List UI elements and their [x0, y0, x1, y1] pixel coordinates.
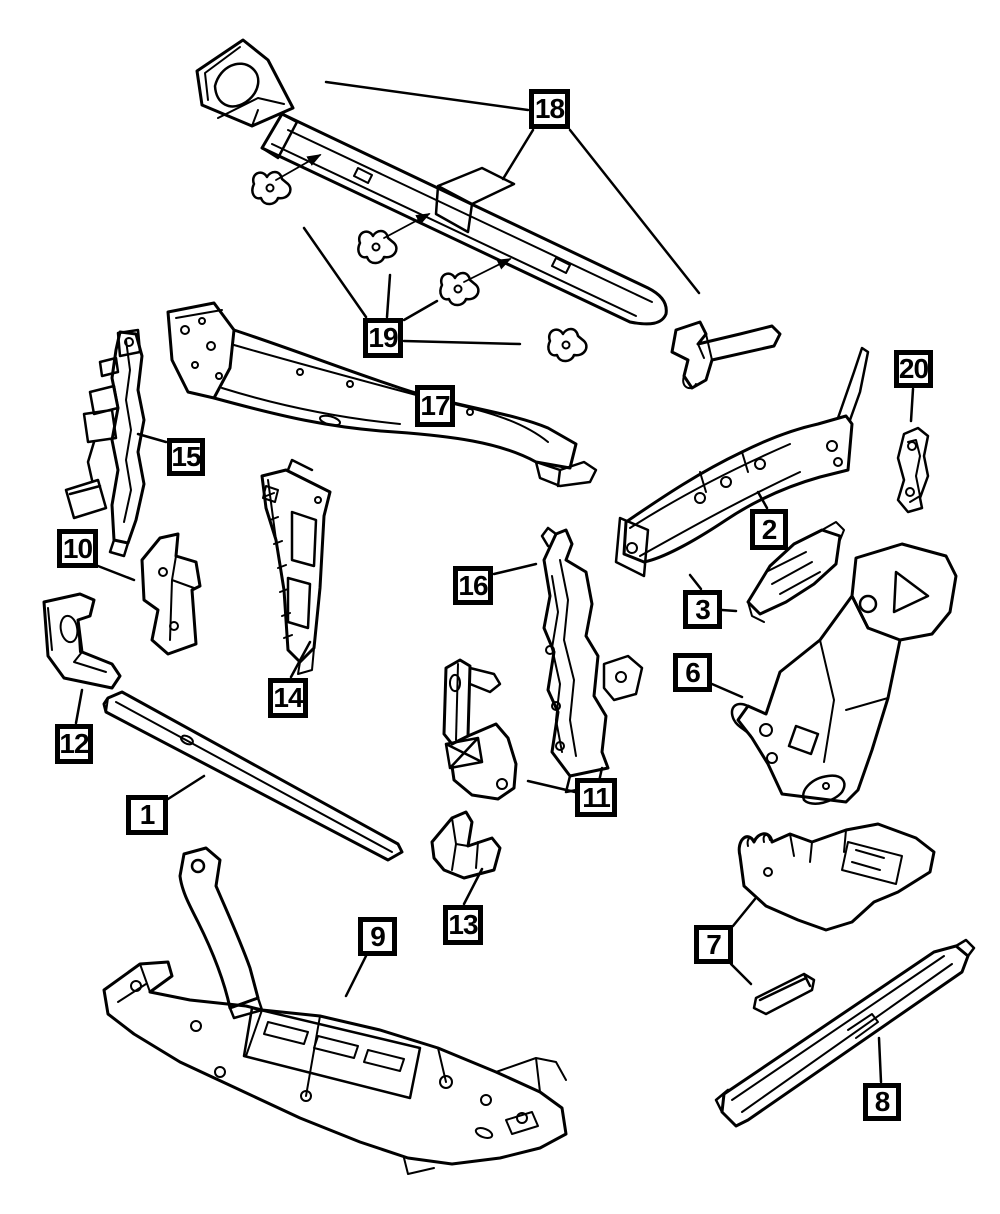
callout-16[interactable]: 16: [453, 566, 493, 605]
part-drawing-18-bracket: [195, 38, 295, 128]
leader-line-19: [402, 339, 522, 346]
leader-line-19: [302, 226, 368, 319]
leader-line-20: [909, 387, 915, 423]
part-drawing-1: [102, 690, 404, 862]
callout-2[interactable]: 2: [750, 509, 788, 550]
leader-line-3: [688, 573, 703, 591]
attachment-arrow-1: [275, 154, 322, 181]
callout-number: 13: [448, 909, 478, 940]
callout-number: 20: [898, 353, 929, 384]
leader-line-7: [729, 962, 753, 986]
leader-line-14: [289, 640, 312, 679]
callout-number: 15: [171, 441, 201, 472]
leader-line-15: [136, 432, 168, 444]
callout-18[interactable]: 18: [529, 89, 570, 129]
leader-line-10: [96, 564, 136, 582]
callout-8[interactable]: 8: [863, 1083, 901, 1121]
leader-line-9: [344, 954, 368, 998]
attachment-arrows: [275, 154, 512, 283]
leader-line-7: [731, 897, 757, 928]
callout-11[interactable]: 11: [575, 778, 617, 817]
callout-number: 18: [534, 93, 565, 124]
callout-9[interactable]: 9: [358, 917, 397, 956]
part-drawing-20: [896, 426, 930, 514]
part-drawing-14: [260, 458, 332, 675]
callout-14[interactable]: 14: [268, 678, 308, 718]
part-drawing-10: [140, 532, 202, 656]
part-drawing-13: [430, 810, 502, 880]
callout-number: 14: [273, 682, 303, 713]
callout-13[interactable]: 13: [443, 905, 483, 945]
part-drawing-15: [64, 328, 146, 558]
callout-20[interactable]: 20: [894, 350, 933, 388]
part-drawing-7: [737, 822, 936, 1016]
leader-line-18: [568, 128, 701, 295]
callout-number: 17: [420, 390, 450, 421]
part-drawing-12: [42, 592, 122, 690]
leader-line-8: [877, 1036, 883, 1084]
callout-number: 16: [458, 569, 488, 601]
part-drawing-9: [102, 846, 568, 1175]
leader-line-18: [324, 80, 530, 112]
callout-number: 6: [685, 656, 701, 688]
callout-number: 7: [706, 928, 722, 960]
callout-17[interactable]: 17: [415, 385, 455, 427]
leader-line-16: [492, 562, 538, 576]
leader-line-12: [74, 688, 84, 725]
attachment-arrow-3: [463, 258, 512, 283]
part-drawing-3: [746, 521, 845, 623]
callout-number: 2: [761, 513, 778, 545]
callout-10[interactable]: 10: [57, 529, 98, 568]
callout-number: 10: [62, 532, 93, 564]
callout-number: 1: [139, 799, 156, 830]
leader-line-19: [402, 299, 439, 322]
leader-line-13: [462, 867, 484, 906]
callout-number: 9: [370, 920, 386, 952]
callout-1[interactable]: 1: [126, 795, 168, 835]
part-drawing-17: [166, 301, 598, 488]
attachment-arrow-2: [383, 213, 431, 239]
callout-19[interactable]: 19: [363, 318, 403, 358]
callout-15[interactable]: 15: [167, 438, 205, 476]
callout-6[interactable]: 6: [673, 653, 712, 692]
callout-number: 11: [582, 781, 611, 813]
leader-line-6: [710, 682, 744, 699]
leader-line-11: [526, 779, 577, 794]
leader-line-19: [385, 273, 392, 319]
callout-number: 8: [874, 1086, 891, 1117]
callout-number: 12: [59, 728, 89, 759]
part-drawing-2: [614, 346, 870, 578]
part-drawing-18-crossmember: [260, 112, 782, 390]
part-drawing-6: [730, 542, 958, 805]
callout-12[interactable]: 12: [55, 724, 93, 764]
leader-line-2: [756, 490, 769, 510]
callout-number: 19: [368, 322, 398, 353]
part-drawing-11: [442, 658, 518, 801]
leader-line-3: [720, 608, 738, 613]
leader-lines: [74, 80, 915, 1084]
callout-7[interactable]: 7: [694, 925, 733, 964]
leader-line-18: [501, 128, 535, 181]
part-drawing-8: [714, 938, 976, 1128]
callout-3[interactable]: 3: [683, 590, 722, 629]
callout-number: 3: [695, 593, 711, 625]
leader-line-1: [166, 774, 206, 801]
part-drawing-16: [540, 526, 644, 794]
